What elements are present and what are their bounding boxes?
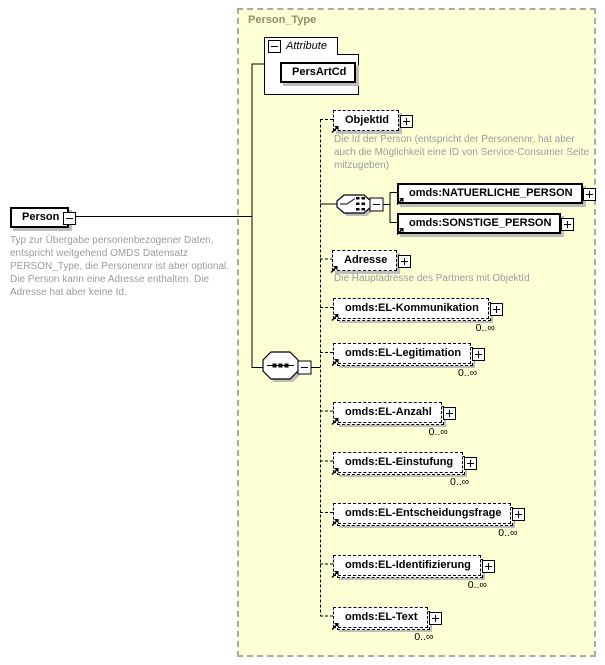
collapse-button[interactable] — [63, 211, 77, 225]
element-annotation: Typ zur Übergabe personenbezogener Daten… — [10, 235, 230, 298]
element-el-legitimation: omds:EL-Legitimation 0..∞ — [331, 343, 486, 379]
expand-button[interactable] — [442, 406, 456, 420]
root-connector-line — [75, 63, 264, 217]
element-box[interactable]: Person — [10, 207, 77, 228]
element-ref-icon — [331, 468, 339, 475]
expand-button[interactable] — [464, 456, 478, 470]
expand-button[interactable] — [561, 217, 575, 231]
occurrence-label: 0..∞ — [428, 426, 448, 438]
element-box[interactable]: omds:EL-Anzahl — [331, 402, 456, 425]
occurrence-label: 0..∞ — [475, 322, 495, 334]
element-label: Adresse — [344, 254, 388, 266]
element-ref-icon — [331, 359, 339, 366]
occurrence-label: 0..∞ — [414, 631, 434, 643]
element-annotation: Die Id der Person (entspricht der Person… — [334, 134, 590, 171]
expand-button[interactable] — [472, 347, 486, 361]
sequence-icon — [262, 351, 301, 382]
expand-button[interactable] — [428, 611, 442, 625]
element-ref-icon — [396, 198, 404, 205]
element-natuerliche-person: omds:NATUERLICHE_PERSON — [396, 183, 596, 205]
element-label: Person — [22, 211, 60, 223]
complex-type-title: Person_Type — [248, 14, 317, 26]
element-label: omds:EL-Kommunikation — [345, 302, 479, 314]
occurrence-label: 0..∞ — [498, 527, 518, 539]
element-box[interactable]: omds:EL-Kommunikation — [331, 298, 503, 321]
element-adresse: Adresse — [330, 250, 412, 273]
element-el-entscheidungsfrage: omds:EL-Entscheidungsfrage 0..∞ — [331, 503, 526, 539]
element-ref-icon — [330, 266, 338, 273]
element-box[interactable]: Adresse — [330, 250, 412, 273]
element-box[interactable]: ObjektId — [331, 110, 414, 133]
element-box[interactable]: omds:EL-Einstufung — [331, 452, 478, 475]
expand-button[interactable] — [400, 114, 414, 128]
element-box[interactable]: omds:EL-Entscheidungsfrage — [331, 503, 526, 526]
complex-type-container: Person_Type — [237, 8, 596, 657]
attributes-tab[interactable]: Attribute — [264, 37, 338, 55]
element-el-kommunikation: omds:EL-Kommunikation 0..∞ — [331, 298, 503, 334]
element-box[interactable]: omds:SONSTIGE_PERSON — [396, 213, 575, 235]
element-label: omds:EL-Text — [345, 611, 418, 623]
element-el-einstufung: omds:EL-Einstufung 0..∞ — [331, 452, 478, 488]
optional-child-stubs — [320, 119, 334, 617]
sequence-connector-line — [251, 216, 263, 368]
element-label: omds:EL-Anzahl — [345, 406, 432, 418]
attribute-persartcd: PersArtCd — [280, 62, 357, 83]
attributes-label: Attribute — [286, 40, 327, 52]
element-box[interactable]: omds:EL-Legitimation — [331, 343, 486, 366]
element-label: omds:EL-Entscheidungsfrage — [345, 507, 502, 519]
element-ref-icon — [331, 126, 339, 133]
element-ref-icon — [331, 623, 339, 630]
element-label: omds:NATUERLICHE_PERSON — [409, 187, 573, 199]
attribute-box[interactable]: PersArtCd — [280, 62, 357, 83]
element-el-anzahl: omds:EL-Anzahl 0..∞ — [331, 402, 456, 438]
expand-button[interactable] — [489, 302, 503, 316]
occurrence-label: 0..∞ — [467, 579, 487, 591]
element-ref-icon — [331, 314, 339, 321]
element-ref-icon — [331, 519, 339, 526]
element-person: Person — [10, 207, 77, 228]
element-ref-icon — [396, 228, 404, 235]
element-el-identifizierung: omds:EL-Identifizierung 0..∞ — [331, 555, 495, 591]
element-box[interactable]: omds:EL-Text — [331, 607, 442, 630]
choice-icon — [336, 194, 374, 216]
expand-button[interactable] — [398, 254, 412, 268]
expand-button[interactable] — [582, 187, 596, 201]
element-label: omds:SONSTIGE_PERSON — [409, 217, 552, 229]
element-objektid: ObjektId — [331, 110, 414, 133]
element-label: omds:EL-Legitimation — [345, 347, 462, 359]
occurrence-label: 0..∞ — [457, 367, 478, 379]
element-box[interactable]: omds:NATUERLICHE_PERSON — [396, 183, 596, 205]
element-sonstige-person: omds:SONSTIGE_PERSON — [396, 213, 575, 235]
choice-branch-lines — [383, 192, 397, 223]
expand-button[interactable] — [512, 507, 526, 521]
element-el-text: omds:EL-Text 0..∞ — [331, 607, 442, 643]
element-ref-icon — [331, 418, 339, 425]
collapse-button[interactable] — [268, 40, 281, 53]
element-label: omds:EL-Identifizierung — [345, 559, 471, 571]
expand-button[interactable] — [481, 559, 495, 573]
element-label: omds:EL-Einstufung — [345, 456, 454, 468]
element-box[interactable]: omds:EL-Identifizierung — [331, 555, 495, 578]
occurrence-label: 0..∞ — [449, 476, 470, 488]
attribute-label: PersArtCd — [292, 66, 347, 78]
element-label: ObjektId — [345, 114, 390, 126]
element-annotation: Die Hauptadresse des Partners mit Objekt… — [334, 273, 530, 284]
element-ref-icon — [331, 571, 339, 578]
